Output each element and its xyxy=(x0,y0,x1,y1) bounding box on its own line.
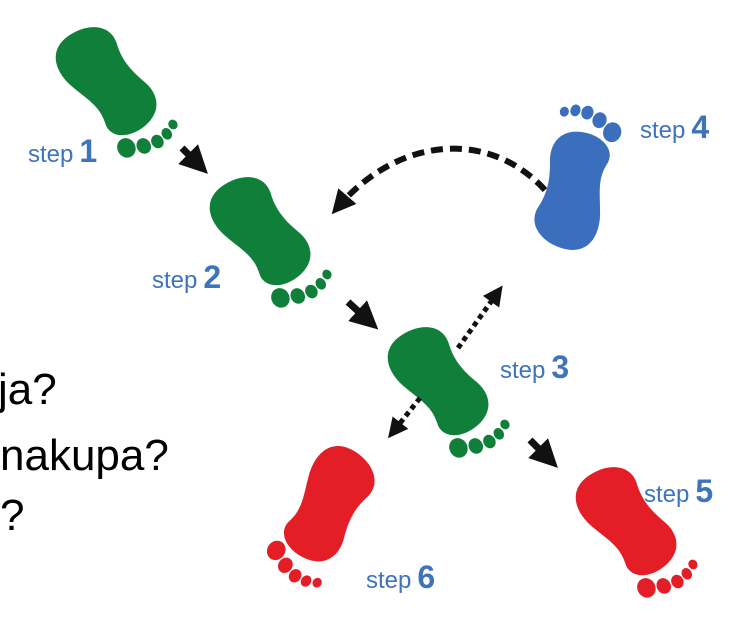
arrow-step4-back-to-step2 xyxy=(331,145,548,215)
footprint-step-3 xyxy=(378,310,516,473)
side-text-line-2: nakupa? xyxy=(0,431,169,480)
arrow-step3-to-step5 xyxy=(527,437,558,468)
arrow-step3-to-step6 xyxy=(388,396,422,439)
arrow-step3-to-step4 xyxy=(455,285,503,350)
footprint-step-2 xyxy=(200,160,338,323)
side-text-line-3: ? xyxy=(0,491,25,540)
arrow-step1-to-step2 xyxy=(178,144,208,174)
arrow-step2-to-step3 xyxy=(345,299,379,330)
side-text-line-1: ja? xyxy=(0,365,57,414)
footprint-step-4 xyxy=(515,96,637,258)
footprint-step-5 xyxy=(566,450,704,613)
